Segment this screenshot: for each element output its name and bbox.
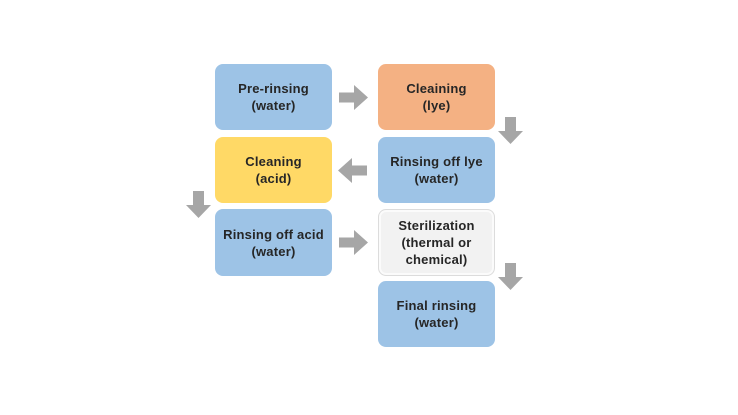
node-rinsing-off-lye-label: Rinsing off lye (water) [390, 154, 483, 186]
node-final-rinsing: Final rinsing (water) [378, 281, 495, 347]
flow-arrow-right-icon [339, 85, 368, 110]
node-sterilization-label: Sterilization (thermal or chemical) [398, 218, 475, 267]
flow-arrow-down-icon [497, 263, 524, 290]
node-cleaning-acid-label: Cleaning (acid) [245, 154, 302, 186]
flow-arrow-down-icon [497, 117, 524, 144]
flow-arrow-down-icon [185, 191, 212, 218]
node-pre-rinsing: Pre-rinsing (water) [215, 64, 332, 130]
node-final-rinsing-label: Final rinsing (water) [396, 298, 477, 330]
node-rinsing-off-acid: Rinsing off acid (water) [215, 209, 332, 276]
flow-arrow-right-icon [339, 230, 368, 255]
node-rinsing-off-lye: Rinsing off lye (water) [378, 137, 495, 203]
node-sterilization: Sterilization (thermal or chemical) [378, 209, 495, 276]
node-cleaning-acid: Cleaning (acid) [215, 137, 332, 203]
node-cleaning-lye-label: Cleaining (lye) [406, 81, 467, 113]
node-pre-rinsing-label: Pre-rinsing (water) [238, 81, 309, 113]
node-rinsing-off-acid-label: Rinsing off acid (water) [223, 226, 324, 259]
flow-arrow-left-icon [338, 158, 367, 183]
node-cleaning-lye: Cleaining (lye) [378, 64, 495, 130]
